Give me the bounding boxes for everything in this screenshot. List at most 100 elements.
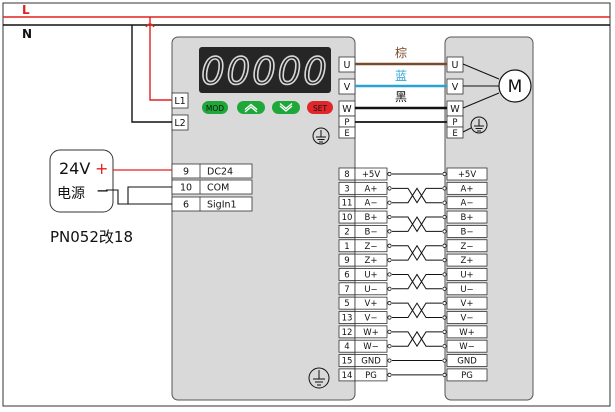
svg-text:U+: U+ — [364, 270, 377, 280]
motor-encoder-pin: B− — [446, 224, 488, 238]
supply-plus: + — [95, 159, 108, 178]
drive-encoder-pin: 15 GND — [338, 354, 388, 367]
connector-dot — [387, 214, 392, 220]
svg-text:14: 14 — [342, 371, 353, 381]
com-wire — [106, 189, 172, 205]
connector-dot — [442, 358, 447, 363]
power-supply-box — [49, 149, 114, 213]
svg-text:W: W — [450, 104, 460, 115]
wire-w-label: 黑 — [395, 90, 407, 104]
drive-power-terminals: L1 L2 — [171, 92, 189, 131]
down-chevron-icon — [279, 102, 293, 112]
down-button[interactable] — [272, 101, 300, 114]
connector-dot — [387, 301, 392, 306]
svg-text:A+: A+ — [365, 184, 378, 194]
encoder-cable — [387, 171, 447, 377]
connector-dot — [387, 186, 392, 191]
drive-encoder-pin: 2 B− — [338, 224, 388, 238]
motor-ground-icon — [462, 116, 488, 134]
connector-dot — [387, 358, 392, 363]
drive-encoder-pin: 10 B+ — [338, 210, 388, 224]
set-button[interactable]: SET — [307, 101, 333, 114]
svg-text:10: 10 — [342, 213, 353, 223]
svg-text:13: 13 — [342, 314, 353, 324]
connector-dot — [387, 315, 392, 320]
svg-text:M: M — [508, 77, 523, 97]
svg-text:Z−: Z− — [365, 242, 378, 252]
svg-text:W+: W+ — [363, 328, 379, 338]
drive-ground-icon — [312, 127, 330, 145]
drive-bottom-ground-icon — [308, 367, 330, 389]
svg-text:SET: SET — [313, 104, 327, 113]
twisted-pair-wire — [392, 330, 442, 347]
svg-text:2: 2 — [344, 227, 349, 237]
svg-text:V: V — [344, 82, 351, 93]
connector-dot — [387, 372, 392, 377]
connector-dot — [442, 372, 447, 377]
motor-encoder-pin: U− — [446, 282, 488, 296]
svg-text:9: 9 — [344, 256, 349, 266]
connector-dot — [442, 301, 447, 306]
connector-dot — [387, 243, 392, 248]
connector-dot — [442, 286, 447, 291]
up-button[interactable] — [237, 101, 265, 114]
twisted-pair-wire — [392, 216, 442, 232]
motor-encoder-pin: W+ — [446, 325, 488, 339]
connector-dot — [442, 229, 447, 234]
svg-text:SigIn1: SigIn1 — [207, 200, 237, 211]
svg-text:1: 1 — [344, 242, 349, 252]
svg-text:P: P — [344, 118, 349, 128]
connector-dot — [442, 186, 447, 191]
connector-dot — [442, 171, 447, 177]
motor-terminals: U V W P E — [446, 56, 464, 139]
motor-encoder-pin: U+ — [446, 268, 488, 281]
svg-text:GND: GND — [361, 357, 381, 367]
svg-text:U−: U− — [364, 285, 377, 295]
svg-text:V+: V+ — [365, 299, 378, 309]
drive-display — [199, 47, 331, 93]
connector-dot — [387, 286, 392, 291]
svg-text:A−: A− — [365, 199, 378, 209]
motor-symbol: M — [462, 63, 532, 109]
twisted-pair-wire — [392, 302, 442, 318]
svg-text:B+: B+ — [365, 213, 378, 223]
svg-text:W: W — [342, 104, 352, 115]
svg-text:6: 6 — [344, 270, 349, 280]
svg-text:U: U — [344, 60, 351, 71]
motor-encoder-pin: Z− — [446, 239, 488, 253]
connector-dot — [442, 272, 447, 277]
svg-text:8: 8 — [344, 170, 349, 180]
connector-dot — [442, 329, 447, 334]
svg-text:12: 12 — [342, 328, 353, 338]
svg-text:GND: GND — [457, 357, 477, 367]
svg-text:4: 4 — [344, 342, 349, 352]
drive-encoder-pin: 8+5V — [338, 167, 388, 181]
svg-text:PG: PG — [365, 371, 377, 381]
svg-text:V−: V− — [461, 314, 474, 324]
twisted-pair-wire — [392, 245, 442, 262]
wire-u-label: 棕 — [395, 45, 407, 60]
model-note: PN052改18 — [50, 228, 133, 246]
twisted-pair-wire — [392, 331, 442, 348]
svg-text:11: 11 — [342, 199, 353, 209]
control-terminal-block: 9 DC24 10 COM 6 SigIn1 — [171, 163, 253, 212]
svg-text:E: E — [452, 129, 457, 139]
wire-crossover — [145, 23, 155, 28]
com-jumper — [127, 186, 172, 204]
svg-text:B−: B− — [461, 227, 474, 237]
drive-encoder-pin: 12 W+ — [338, 325, 388, 339]
svg-text:B+: B+ — [461, 213, 474, 223]
svg-text:15: 15 — [342, 357, 353, 367]
svg-text:9: 9 — [183, 167, 189, 178]
mod-button[interactable]: MOD — [202, 101, 228, 114]
motor-encoder-pin: V+ — [446, 296, 488, 310]
svg-text:U: U — [452, 60, 459, 71]
supply-name: 电源 — [57, 186, 85, 202]
connector-dot — [387, 229, 392, 234]
svg-text:10: 10 — [180, 183, 192, 194]
svg-text:Z−: Z− — [461, 242, 474, 252]
svg-text:B−: B− — [365, 227, 378, 237]
drive-encoder-pin: 6 U+ — [338, 268, 388, 281]
svg-text:PG: PG — [461, 371, 473, 381]
